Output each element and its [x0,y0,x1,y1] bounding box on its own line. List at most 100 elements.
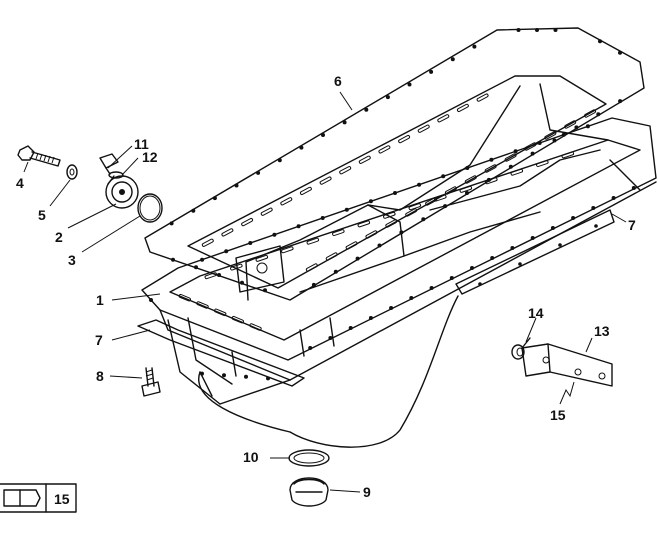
gasket-hole [596,112,601,117]
pan-hole [393,191,397,195]
pan-hole [449,276,454,280]
gasket-slot [280,197,293,206]
pan-hole [537,141,542,145]
callout-4: 4 [16,175,24,191]
pan-slot [408,203,422,211]
pan-hole [200,371,204,376]
gasket-hole [450,57,455,62]
gasket-slot [564,120,577,129]
gasket-hole [377,243,382,248]
callouts: 6 1 7 7 8 9 10 4 5 2 3 11 12 14 13 15 [16,73,636,500]
gasket-hole [574,125,579,130]
pan-hole [368,199,373,204]
pan-hole [368,316,373,320]
gasket-slot [305,263,318,272]
gasket-hole [429,69,434,74]
pan-slot [196,301,209,309]
pan-slot [231,315,244,324]
callout-8: 8 [96,368,104,384]
pan-hole [510,246,515,250]
gasket-slot [544,131,557,140]
pan-hole [561,132,566,137]
pan-slot [204,272,218,280]
pan-hole [328,336,333,340]
pan-slot [281,246,294,254]
gasket-hole [618,99,623,104]
gasket-slot [345,241,358,250]
gasket-hole [234,183,239,188]
gasket-hole [535,28,539,32]
gasket-slot [405,208,418,217]
gasket-hole [553,28,558,32]
callout-5: 5 [38,207,46,223]
legend-box: 15 [0,483,77,513]
gasket-slot [358,155,371,164]
gasket-hole [355,256,360,261]
pan-slot [485,177,498,185]
gasket-slot [299,186,312,196]
gasket-hole [263,288,267,293]
side-strip-lower [137,319,305,387]
pan-slot [178,293,191,302]
callout-7-left: 7 [95,332,103,348]
pan-hole [611,196,616,200]
pan-hole [224,249,229,254]
gasket-hole [530,151,535,156]
pan-slot [249,323,262,331]
gasket-hole [321,133,325,137]
leader-lines [23,91,627,493]
gasket-hole [299,145,304,150]
bracket-13 [511,337,613,387]
gasket-slot [456,103,469,113]
pan-slot [434,194,447,202]
gasket-hole [364,107,369,112]
pan-hole [272,232,277,237]
pan-hole [585,124,590,129]
pan-hole [441,174,446,179]
gasket-slot [484,164,497,173]
oil-pan [141,83,657,448]
pan-hole [320,216,325,220]
callout-12: 12 [142,149,158,165]
gasket-slot [378,145,391,154]
gasket-hole [385,95,390,100]
pan-slot [510,168,524,176]
pan-slot [357,220,371,228]
callout-1: 1 [96,292,104,308]
gasket-hole [472,44,477,49]
gasket-hole [212,196,217,201]
pan-hole [429,286,434,290]
pan-hole [417,182,422,187]
gasket-hole [552,138,557,143]
callout-2: 2 [55,229,63,245]
pan-slot [214,308,227,317]
pan-hole [296,224,301,229]
pan-slot [255,254,269,262]
gasket-slot [398,134,411,144]
side-strip-upper [455,209,615,295]
gasket-slot [425,197,438,206]
drain-plug [288,449,330,507]
gasket-slot [417,124,430,133]
pan-slot [306,237,320,245]
callout-14: 14 [528,305,544,321]
plug-assembly [17,145,163,223]
callout-11: 11 [134,136,149,152]
pan-hole [470,266,474,270]
gasket-slot [260,207,273,216]
callout-13: 13 [594,323,610,339]
gasket-slot [524,142,537,151]
pan-hole [200,257,205,262]
gasket-slot [325,252,338,261]
gasket-hole [277,158,282,163]
gasket-hole [421,217,426,222]
callout-7-right: 7 [628,217,636,233]
gasket-slot [319,176,332,185]
gasket-hole [465,191,469,195]
gasket-hole [311,282,316,287]
gasket-hole [217,273,221,277]
gasket-slot [201,238,214,247]
gasket-hole [508,164,513,169]
callout-15: 15 [550,407,566,423]
